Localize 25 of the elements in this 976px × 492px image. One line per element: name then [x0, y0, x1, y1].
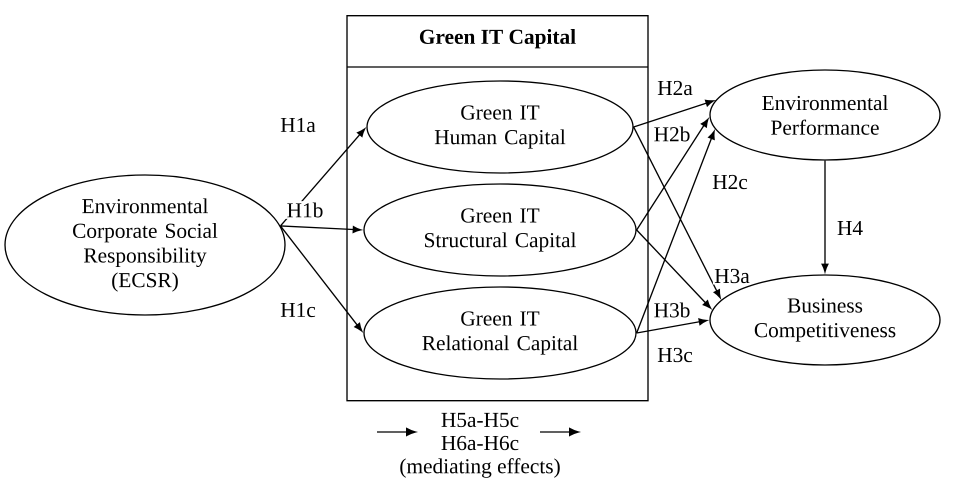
ellipse-node: Green IT Human Capital — [366, 80, 634, 174]
edge-label: H2c — [710, 174, 750, 190]
arrow — [280, 226, 362, 332]
note-text: H6a-H6c — [442, 436, 518, 450]
edge-label: H3c — [656, 346, 694, 364]
edge-label: H1b — [285, 201, 325, 219]
edge-label: H2b — [652, 125, 692, 143]
edge-label: H4 — [836, 220, 864, 236]
arrow — [280, 225, 362, 234]
edge-label: H3b — [652, 301, 692, 319]
arrow — [636, 130, 715, 334]
edge-label: H3a — [712, 268, 752, 284]
ellipse-node: Green IT Structural Capital — [363, 183, 637, 277]
arrow — [633, 100, 714, 128]
edge-label: H2a — [656, 80, 694, 96]
arrow — [822, 160, 828, 272]
arrow — [636, 318, 708, 334]
note-text: (mediating effects) — [400, 458, 560, 478]
arrow — [636, 230, 712, 309]
note-text: H5a-H5c — [442, 412, 518, 428]
edge-label: H1a — [278, 116, 318, 134]
ellipse-node: Green IT Relational Capital — [363, 286, 637, 380]
arrow — [633, 126, 721, 298]
ellipse-node: Environmental Performance — [709, 69, 941, 161]
arrow — [636, 118, 709, 230]
